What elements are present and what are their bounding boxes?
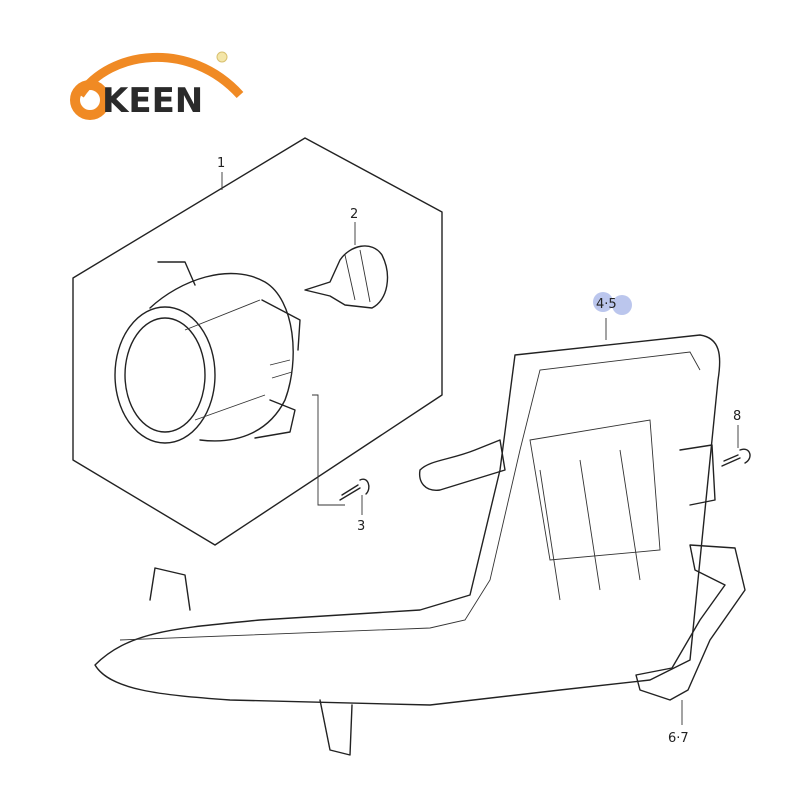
callout-3: 3	[357, 519, 365, 534]
bezel	[94, 334, 721, 756]
callout-1: 1	[217, 156, 225, 171]
highlight-5	[612, 295, 632, 315]
leader-3-bracket	[312, 394, 345, 506]
fog-lamp	[114, 261, 301, 444]
callout-6-7: 6·7	[668, 731, 689, 746]
screw-8	[721, 448, 751, 467]
screw-3	[339, 478, 370, 501]
assembly-box	[72, 137, 443, 546]
callout-2: 2	[350, 207, 358, 222]
bulb	[304, 245, 389, 309]
highlight-4	[593, 292, 613, 312]
callout-4-5: 4·5	[596, 297, 617, 312]
logo-text: KEEN	[102, 81, 203, 121]
keen-logo: KEEN	[70, 51, 244, 121]
callout-8: 8	[733, 409, 741, 424]
bracket-6-7	[635, 544, 746, 701]
